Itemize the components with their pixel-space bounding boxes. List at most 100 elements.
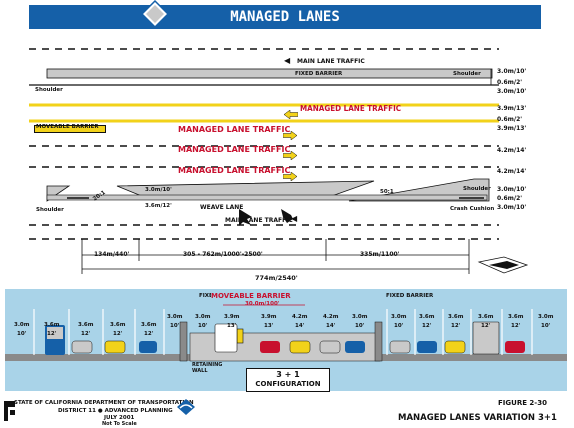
yellow-arrow-east-icon: [282, 125, 298, 141]
figure-number: FIGURE 2-30: [498, 399, 547, 407]
main-lane-traffic-top: MAIN LANE TRAFFIC: [297, 58, 365, 65]
length-dim-2: 305 - 762m/1000'-2500': [183, 251, 263, 258]
lane-width: 3.0m: [195, 314, 211, 320]
right-dim: 0.6m/2': [497, 195, 523, 202]
arrow-west-icon: ◀: [291, 214, 298, 223]
configuration-box: 3 + 1 CONFIGURATION: [246, 368, 330, 392]
cross-section: FIXED BARRIER MOVEABLE BARRIER 30.0m/100…: [5, 289, 567, 391]
scale-label: Not To Scale: [102, 421, 137, 427]
config-line2: CONFIGURATION: [255, 380, 321, 388]
right-dim: 3.0m/10': [497, 68, 527, 75]
right-dim: 0.6m/2': [497, 116, 523, 123]
lane-width-ft: 12': [511, 323, 521, 329]
plan-view: [29, 48, 529, 274]
vehicles-right: [389, 321, 525, 355]
lane-width-ft: 10': [17, 331, 27, 337]
lane-width: 4.2m: [323, 314, 339, 320]
lane-width-ft: 12': [47, 331, 57, 337]
weave-lane-label: WEAVE LANE: [200, 204, 244, 211]
lane-width-ft: 12': [144, 331, 154, 337]
lane-width: 3.0m: [391, 314, 407, 320]
moveable-barrier-section: MOVEABLE BARRIER: [211, 292, 291, 300]
total-length: 774m/2540': [255, 274, 298, 282]
right-dim: 4.2m/14': [497, 147, 527, 154]
yellow-arrow-east-icon: [282, 166, 298, 182]
taper-right-label: 50:1: [380, 189, 394, 195]
figure-title: MANAGED LANES VARIATION 3+1: [398, 413, 557, 423]
gore-width-label-2: 3.6m/12': [145, 203, 172, 209]
barrier-bottom: [46, 194, 488, 201]
fixed-barrier-label: FIXED BARRIER: [295, 71, 343, 77]
gore-width-label: 3.0m/10': [145, 187, 172, 193]
lane-width: 3.0m: [167, 314, 183, 320]
managed-lane-traffic-east-2: MANAGED LANE TRAFFIC: [178, 145, 291, 154]
length-dim-3: 335m/1100': [360, 251, 400, 258]
right-dim: 4.2m/14': [497, 168, 527, 175]
right-dim: 3.0m/10': [497, 204, 527, 211]
lane-width: 3.9m: [224, 314, 240, 320]
right-dim: 0.6m/2': [497, 79, 523, 86]
moveable-barrier-bar: [34, 125, 106, 133]
moveable-barrier-plan: MOVEABLE BARRIER: [36, 124, 99, 130]
caltrans-diamond-logo: [140, 0, 170, 29]
shoulder-bottom-left: Shoulder: [36, 207, 64, 213]
lane-width: 3.9m: [261, 314, 277, 320]
lane-width-ft: 12': [81, 331, 91, 337]
agency-line1: STATE OF CALIFORNIA DEPARTMENT OF TRANSP…: [14, 400, 194, 406]
weave-arrow-left: [239, 209, 252, 226]
lane-width-ft: 12': [113, 331, 123, 337]
yellow-arrow-east-icon: [282, 145, 298, 161]
caltrans-corner-icon: [4, 401, 15, 421]
right-dim: 3.0m/10': [497, 88, 527, 95]
lane-width: 3.0m: [14, 322, 30, 328]
lane-width: 4.2m: [292, 314, 308, 320]
fixed-barrier-top: [46, 68, 493, 79]
lane-width-ft: 10': [355, 323, 365, 329]
agency-line2: DISTRICT 11 ● ADVANCED PLANNING: [58, 408, 173, 414]
lane-width: 3.6m: [419, 314, 435, 320]
title-bar: MANAGED LANES: [29, 5, 541, 29]
lane-width: 3.6m: [141, 322, 157, 328]
managed-lane-traffic-east-3: MANAGED LANE TRAFFIC: [178, 166, 291, 175]
lane-width: 3.6m: [78, 322, 94, 328]
fixed-barrier-right: FIXED BARRIER: [386, 293, 434, 299]
date-label: JULY 2001: [104, 415, 135, 421]
weave-arrow-right: [281, 209, 293, 223]
arrow-west-icon: ◀: [284, 56, 291, 65]
main-lane-traffic-bottom: MAIN LANE TRAFFIC: [225, 217, 293, 224]
lane-width-ft: 12': [451, 323, 461, 329]
lane-width-ft: 10': [541, 323, 551, 329]
moveable-width: 30.0m/100': [245, 301, 280, 307]
right-dim: 3.0m/10': [497, 186, 527, 193]
lane-width: 3.6m: [44, 322, 60, 328]
lane-width: 3.6m: [110, 322, 126, 328]
lane-width: 3.0m: [538, 314, 554, 320]
figure-heading: MANAGED LANES: [230, 9, 340, 25]
lane-width: 3.0m: [352, 314, 368, 320]
north-arrow-icon: [477, 256, 529, 274]
managed-lane-traffic-east-1: MANAGED LANE TRAFFIC: [178, 125, 291, 134]
yellow-arrow-west-icon: [283, 104, 299, 120]
length-dim-1: 134m/440': [94, 251, 130, 258]
vehicles-managed: [214, 323, 365, 354]
right-dim: 3.9m/13': [497, 105, 527, 112]
lane-width-ft: 13': [264, 323, 274, 329]
retaining-wall-label: RETAINING WALL: [192, 362, 223, 374]
lane-stripes: [29, 48, 499, 240]
right-dim: 3.9m/13': [497, 125, 527, 132]
lane-width-ft: 12': [422, 323, 432, 329]
shoulder-bottom-right: Shoulder: [463, 186, 491, 192]
crash-cushion-label: Crash Cushion: [450, 206, 495, 212]
lane-width: 3.6m: [448, 314, 464, 320]
lane-width-ft: 14': [295, 323, 305, 329]
shoulder-left-top: Shoulder: [35, 87, 63, 93]
lane-width-ft: 14': [326, 323, 336, 329]
caltrans-logo: [177, 399, 195, 415]
vehicles-left: [45, 325, 157, 355]
lane-width-ft: 10': [198, 323, 208, 329]
lane-width-ft: 13': [227, 323, 237, 329]
config-line1: 3 + 1: [276, 370, 300, 379]
lane-width-ft: 10': [170, 323, 180, 329]
lane-width: 3.6m: [508, 314, 524, 320]
